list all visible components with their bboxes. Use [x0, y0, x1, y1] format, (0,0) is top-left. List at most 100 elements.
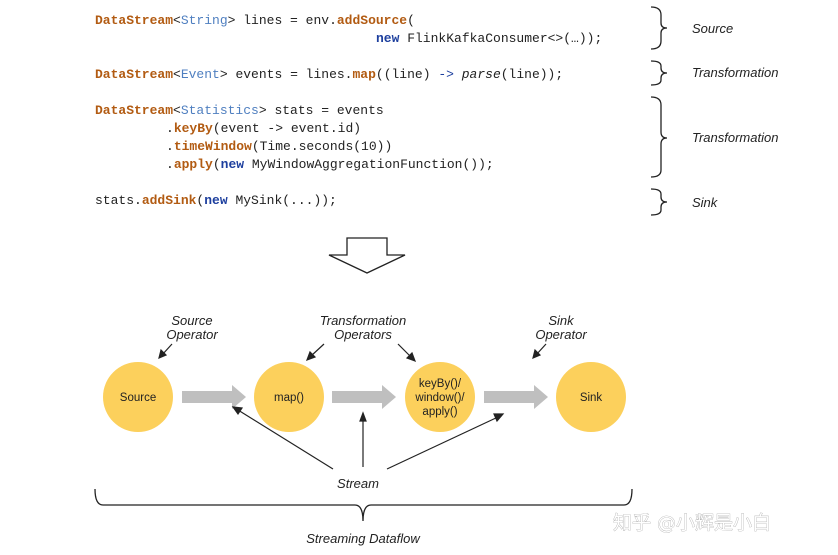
code-token: < — [173, 103, 181, 118]
flow-arrows — [182, 385, 548, 409]
code-token: < — [173, 67, 181, 82]
code-line-3: DataStream<Statistics> stats = events — [95, 103, 384, 118]
node-label: Source — [120, 392, 156, 404]
code-line-1a: DataStream<String> lines = env.addSource… — [95, 13, 415, 28]
arrowhead-icon — [158, 348, 168, 360]
code-token: ( — [213, 157, 221, 172]
section-label-source: Source — [692, 21, 733, 36]
brace-source — [650, 6, 668, 50]
code-token: > — [228, 13, 236, 28]
code-token: stats. — [95, 193, 142, 208]
code-token: . — [166, 157, 174, 172]
brace-transformation-2 — [650, 96, 668, 178]
operator-label-transformation: Operators — [334, 327, 392, 342]
code-token: > — [220, 67, 228, 82]
operator-label-source: Operator — [166, 327, 218, 342]
brace-transformation-1 — [650, 60, 668, 86]
flow-arrow — [484, 385, 548, 409]
code-token: < — [173, 13, 181, 28]
code-token: events = lines. — [228, 67, 353, 82]
node-map: map() — [254, 362, 324, 432]
code-token — [454, 67, 462, 82]
operator-label-sink: Sink — [548, 313, 575, 328]
code-line-1b: new FlinkKafkaConsumer<>(…)); — [376, 31, 602, 46]
stream-line — [386, 416, 499, 470]
stream-label: Stream — [337, 476, 379, 491]
code-lambda-arrow: -> — [438, 67, 454, 82]
code-generic-token: Statistics — [181, 103, 259, 118]
code-line-2: DataStream<Event> events = lines.map((li… — [95, 67, 563, 82]
dataflow-brace — [94, 488, 633, 522]
code-token: ((line) — [376, 67, 438, 82]
node-keyby-window-apply: keyBy()/ window()/ apply() — [405, 362, 475, 432]
code-line-4: .keyBy(event -> event.id) — [166, 121, 361, 136]
code-token: . — [166, 139, 174, 154]
code-method-token: addSink — [142, 193, 197, 208]
arrowhead-icon — [231, 406, 244, 416]
section-braces — [650, 6, 668, 216]
stream-arrows — [231, 406, 505, 470]
node-label: map() — [274, 392, 304, 404]
code-italic-token: parse — [461, 67, 501, 82]
code-method-token: addSource — [337, 13, 407, 28]
code-generic-token: Event — [181, 67, 220, 82]
code-token: lines = env. — [235, 13, 336, 28]
arrowhead-icon — [405, 351, 417, 363]
code-new-keyword: new — [376, 31, 400, 46]
operator-label-sink: Operator — [535, 327, 587, 342]
code-token: . — [166, 121, 174, 136]
pointer-line — [397, 343, 412, 358]
node-circle — [254, 362, 324, 432]
code-method-token: timeWindow — [174, 139, 252, 154]
arrowhead-icon — [305, 350, 317, 362]
code-type-token: DataStream — [95, 103, 173, 118]
watermark: 知乎 @小辉是小白 — [613, 512, 771, 534]
operator-pointer-arrows — [158, 343, 547, 363]
pointer-line — [310, 343, 325, 357]
code-type-token: DataStream — [95, 67, 173, 82]
section-label-transformation: Transformation — [692, 130, 778, 145]
code-token: MyWindowAggregationFunction()); — [244, 157, 494, 172]
code-token: stats = events — [267, 103, 384, 118]
node-label: keyBy()/ — [419, 378, 462, 390]
section-label-transformation: Transformation — [692, 65, 778, 80]
arrowhead-icon — [532, 348, 542, 360]
operator-label-transformation: Transformation — [320, 313, 406, 328]
node-circle — [103, 362, 173, 432]
code-line-6: .apply(new MyWindowAggregationFunction()… — [166, 157, 494, 172]
code-block: DataStream<String> lines = env.addSource… — [95, 13, 602, 208]
code-method-token: map — [352, 67, 376, 82]
code-token: MySink(...)); — [228, 193, 337, 208]
node-label: window()/ — [414, 392, 465, 404]
stream-line — [237, 409, 334, 470]
arrowhead-icon — [359, 411, 367, 422]
code-token: FlinkKafkaConsumer<>(…)); — [399, 31, 602, 46]
arrowhead-icon — [493, 413, 505, 423]
code-line-5: .timeWindow(Time.seconds(10)) — [166, 139, 392, 154]
code-token: (Time.seconds(10)) — [252, 139, 392, 154]
section-label-sink: Sink — [692, 195, 719, 210]
down-arrow-icon — [328, 237, 406, 274]
node-label: apply() — [422, 406, 457, 418]
node-source: Source — [103, 362, 173, 432]
code-method-token: apply — [174, 157, 213, 172]
code-generic-token: String — [181, 13, 228, 28]
code-token: ( — [196, 193, 204, 208]
node-circle — [405, 362, 475, 432]
code-new-keyword: new — [204, 193, 228, 208]
dataflow-label: Streaming Dataflow — [306, 531, 421, 546]
operator-label-source: Source — [171, 313, 212, 328]
code-line-7: stats.addSink(new MySink(...)); — [95, 193, 337, 208]
flow-arrow — [182, 385, 246, 409]
code-token: (line)); — [501, 67, 563, 82]
node-circle — [556, 362, 626, 432]
code-method-token: keyBy — [174, 121, 213, 136]
code-token: (event -> event.id) — [213, 121, 361, 136]
node-label: Sink — [580, 392, 603, 404]
node-sink: Sink — [556, 362, 626, 432]
code-token: ( — [407, 13, 415, 28]
brace-sink — [650, 188, 668, 216]
code-token: > — [259, 103, 267, 118]
